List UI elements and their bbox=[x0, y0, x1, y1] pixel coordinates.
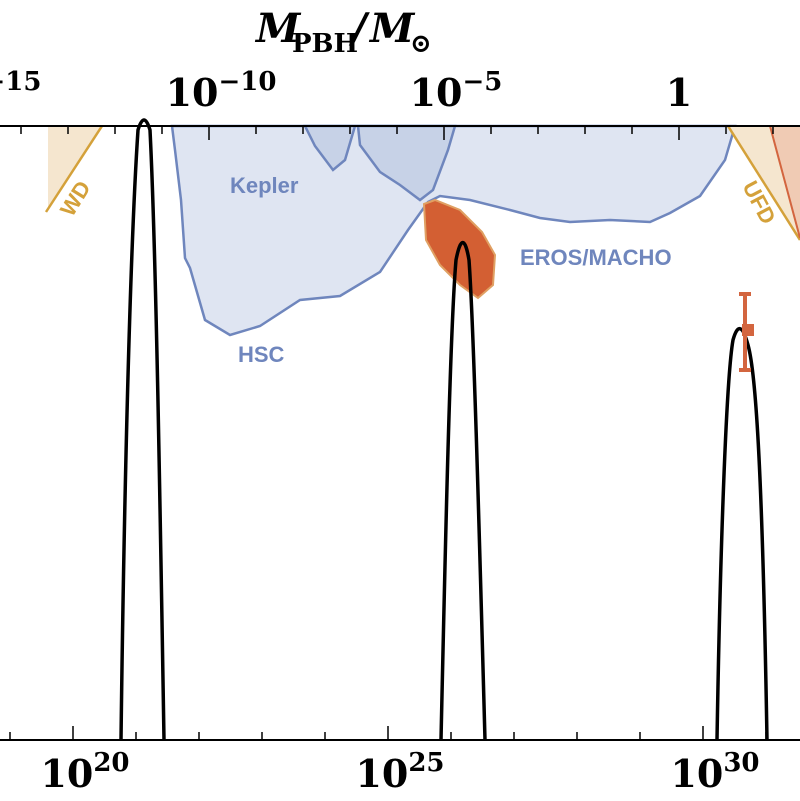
title-slash: / bbox=[348, 5, 370, 52]
peak-3 bbox=[715, 327, 769, 741]
label-eros-macho: EROS/MACHO bbox=[520, 245, 672, 270]
title-sub-sun: ⊙ bbox=[410, 29, 432, 59]
top-tick-label: 1 bbox=[666, 70, 692, 115]
title-m: M bbox=[254, 5, 302, 52]
region-kepler-2 bbox=[356, 124, 457, 202]
peaks bbox=[119, 118, 769, 741]
bottom-tick-label: 1025 bbox=[355, 748, 444, 796]
top-tick-label: 10−10 bbox=[166, 67, 277, 115]
errorbar-marker bbox=[742, 324, 754, 336]
label-kepler: Kepler bbox=[230, 173, 299, 198]
region-wd-edge bbox=[44, 125, 104, 213]
top-axis-tick-labels: 10−15 10−10 10−5 1 bbox=[0, 67, 692, 115]
bottom-axis-tick-labels: 1020102510301035 bbox=[40, 748, 759, 796]
label-hsc: HSC bbox=[238, 342, 285, 367]
region-ufd-inner-edge bbox=[769, 125, 800, 239]
bottom-tick-label: 1020 bbox=[40, 748, 129, 796]
peak-2 bbox=[439, 240, 487, 741]
constraint-regions bbox=[44, 124, 800, 337]
region-ufd-edge bbox=[726, 125, 800, 241]
errorbar bbox=[739, 292, 754, 372]
title-sub-pbh: PBH bbox=[292, 29, 358, 59]
top-tick-label: 10−15 bbox=[0, 67, 41, 115]
peak-1 bbox=[119, 118, 166, 741]
bottom-tick-label: 1030 bbox=[670, 748, 759, 796]
top-axis-ticks bbox=[20, 126, 774, 140]
top-axis-title: M PBH / M ⊙ bbox=[254, 5, 432, 59]
bottom-axis-ticks bbox=[9, 726, 767, 740]
title-m2: M bbox=[368, 5, 416, 52]
top-tick-label: 10−5 bbox=[410, 67, 503, 115]
